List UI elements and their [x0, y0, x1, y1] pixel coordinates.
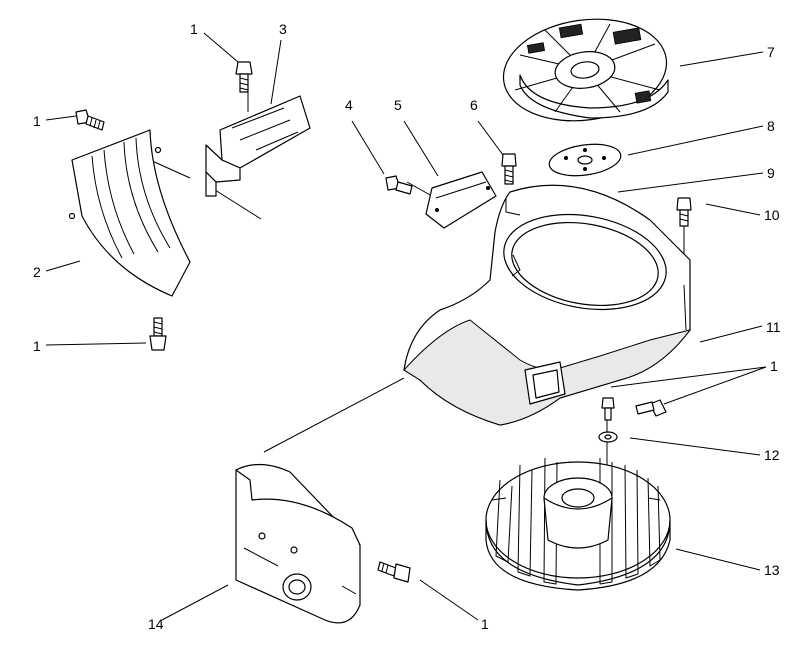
screw-1-lower-left: [149, 317, 167, 351]
shroud-part-2: [68, 129, 191, 297]
callout-3: 3: [279, 21, 287, 37]
cover-plate-part-5: [425, 171, 497, 229]
screw-1-right-a: [601, 397, 615, 421]
screw-10: [676, 197, 692, 227]
callout-labels: 1 3 1 2 1 4 5 6 7 8 9 10 11 1 12 13 14 1: [33, 21, 781, 632]
flywheel-part-13: [485, 457, 671, 591]
callout-2: 2: [33, 264, 41, 280]
callout-8: 8: [767, 118, 775, 134]
callout-9: 9: [767, 165, 775, 181]
callout-4: 4: [345, 97, 353, 113]
blower-housing-part-11: [403, 184, 692, 426]
washer-part-12: [598, 431, 618, 443]
callout-12: 12: [764, 447, 780, 463]
callout-1-left: 1: [33, 113, 41, 129]
callout-5: 5: [394, 97, 402, 113]
screw-6: [501, 153, 517, 185]
callout-1-top: 1: [190, 21, 198, 37]
callout-10: 10: [764, 207, 780, 223]
callout-1-lower-left: 1: [33, 338, 41, 354]
callout-1-bottom: 1: [481, 616, 489, 632]
front-shroud-part-14: [235, 463, 361, 624]
screw-1-right-b: [635, 399, 667, 417]
leader-lines: [45, 32, 767, 621]
callout-11: 11: [766, 319, 781, 335]
screw-1-bottom: [377, 561, 411, 583]
callout-14: 14: [148, 616, 164, 632]
screws: [75, 61, 692, 583]
plate-part-8: [548, 143, 622, 177]
callout-6: 6: [470, 97, 478, 113]
screw-4: [385, 175, 413, 195]
baffle-part-3: [205, 95, 311, 197]
screw-1-top: [235, 61, 253, 93]
starter-cover-part-7: [502, 18, 669, 122]
callout-7: 7: [767, 44, 775, 60]
callout-1-right: 1: [770, 358, 778, 374]
screw-1-left: [75, 109, 105, 131]
callout-13: 13: [764, 562, 780, 578]
